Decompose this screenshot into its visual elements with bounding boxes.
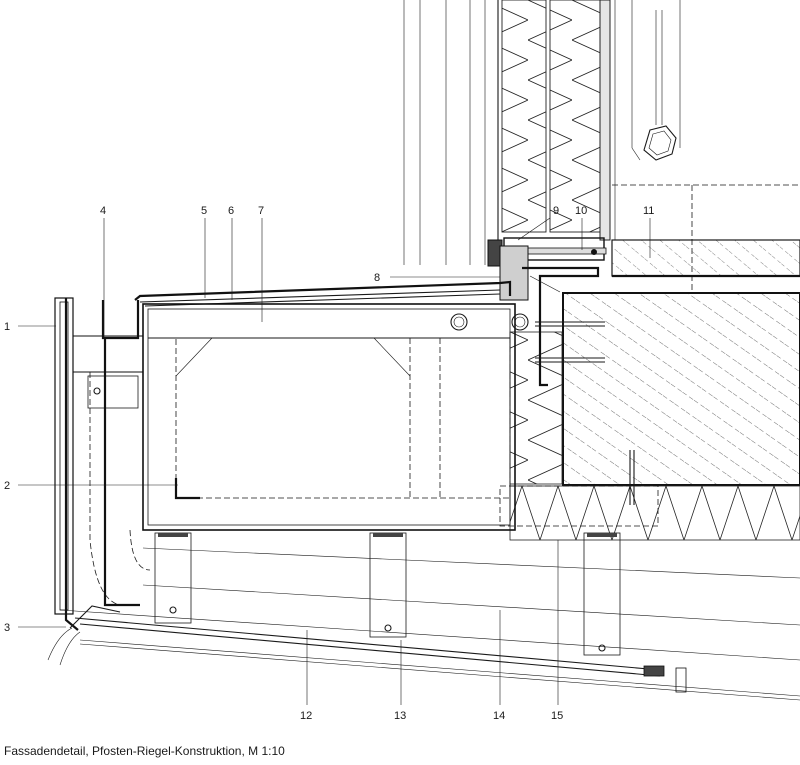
callout-1: 1 (4, 321, 10, 333)
callout-9: 9 (553, 205, 559, 217)
callout-8: 8 (374, 272, 380, 284)
upper-wall-lines (403, 0, 499, 265)
box-beam (142, 303, 529, 531)
slab-edge-insulation (509, 331, 563, 485)
callout-6: 6 (228, 205, 234, 217)
window-sill-profile (487, 237, 607, 387)
facade-post (47, 297, 151, 666)
soffit-lines (59, 547, 800, 701)
callout-11: 11 (643, 205, 654, 217)
callout-3: 3 (4, 622, 10, 634)
inner-frame-dashed (174, 337, 511, 500)
callout-labels: 1 2 3 4 5 6 7 8 9 10 11 12 13 14 15 (4, 205, 654, 722)
leader-lines (18, 217, 651, 705)
floor-screed (611, 239, 800, 278)
callout-15: 15 (551, 710, 563, 722)
callout-2: 2 (4, 480, 10, 492)
drawing-caption: Fassadendetail, Pfosten-Riegel-Konstrukt… (4, 744, 285, 758)
upper-insulation (501, 0, 611, 241)
hanger-brackets (154, 532, 621, 656)
callout-13: 13 (394, 710, 406, 722)
callout-5: 5 (201, 205, 207, 217)
callout-7: 7 (258, 205, 264, 217)
radiator (612, 0, 800, 290)
soffit-insulation (499, 485, 800, 541)
concrete-slab (562, 292, 800, 486)
callout-4: 4 (100, 205, 106, 217)
callout-12: 12 (300, 710, 312, 722)
callout-14: 14 (493, 710, 505, 722)
callout-10: 10 (575, 205, 587, 217)
anchor-bolts (535, 321, 635, 505)
sill-membrane (134, 280, 512, 307)
